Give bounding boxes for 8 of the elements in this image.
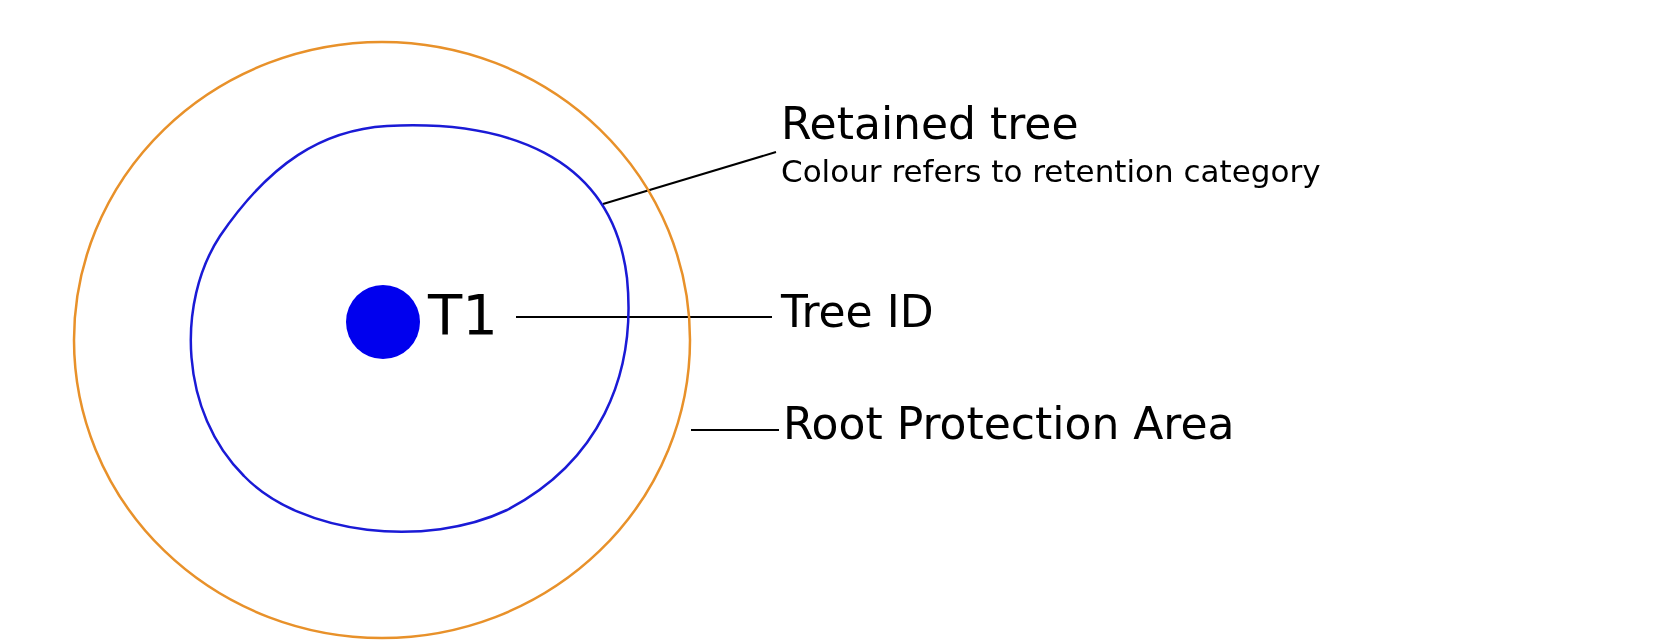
leader-line: [515, 316, 773, 318]
legend-title: Tree ID: [781, 288, 935, 337]
legend-title: Retained tree: [781, 100, 1080, 149]
leader-line: [690, 429, 780, 431]
legend-title: Root Protection Area: [783, 400, 1236, 449]
legend-note: Colour refers to retention category: [781, 154, 1322, 189]
leader-line: [602, 151, 777, 205]
tree-id-label: T1: [428, 284, 499, 346]
